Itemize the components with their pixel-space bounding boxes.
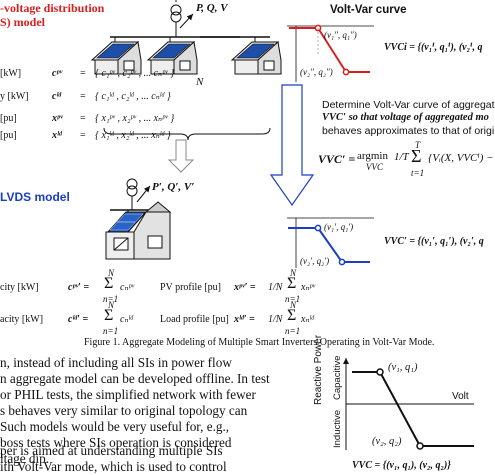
formula-top-2: N <box>290 268 297 278</box>
determine-line3: behaves approximates to that of origi <box>322 125 495 137</box>
lvds-title-line1: -voltage distribution <box>0 1 105 15</box>
vv-bottom-point1: (v₁′, q₁′) <box>324 222 354 232</box>
para1-line-6: boss tests where SIs operation is consid… <box>0 435 232 450</box>
vv-chart-point2: (v₂, q₂) <box>372 436 402 447</box>
vv-chart-xlabel: Volt <box>452 391 469 402</box>
para1-line-3: or PHIL tests, the simplified network wi… <box>0 387 256 402</box>
figure-caption: Figure 1. Aggregate Modeling of Multiple… <box>84 337 435 348</box>
formula-term-2: xₙᵖᵛ <box>301 282 316 293</box>
argmin-lhs: VVC′ = <box>318 152 356 166</box>
vv-chart-capacitive: Capacitive <box>332 355 343 400</box>
argmin-frac: 1/T <box>394 151 409 163</box>
formula-left-4: Load profile [pu] <box>160 314 229 325</box>
vv-chart-point1: (v₁, q₁) <box>388 362 418 373</box>
vv-bottom-point2: (v₂′, q₂′) <box>300 256 330 266</box>
vv-top-point1: (v₁″, q₁″) <box>324 30 357 40</box>
row-vec-3: { x₁ᵖᵛ , x₂ᵖᵛ , ... xₙᵖᵛ } <box>95 113 175 124</box>
transformer-icon-top <box>170 0 194 37</box>
vv-top-point2: (v₂″, q₂″) <box>300 67 333 77</box>
para1-line-2: n aggregate model can be developed offli… <box>0 371 270 386</box>
down-arrow-right <box>269 84 315 207</box>
formula-sum-4: Σ <box>287 307 297 324</box>
row-sym-3: xᵖᵛ <box>52 113 63 124</box>
formula-bot-1: n=1 <box>103 294 119 304</box>
formula-lhs-2: xᵖᵛ′ = <box>234 282 256 293</box>
row-left-3: [pu] <box>0 113 17 124</box>
formula-term-4: xₙˡᵈ <box>301 314 314 325</box>
vv-curve-top <box>287 24 374 82</box>
row-sym-4: xˡᵈ <box>52 130 62 141</box>
vv-chart-set: VVC = {(v₁, q₁), (v₂, q₂)} <box>352 460 451 471</box>
para2-line-1: per is aimed at understanding multiple S… <box>0 443 223 458</box>
formula-top-1: N <box>108 268 115 278</box>
pqv-prime-label: P′, Q′, V′ <box>152 181 195 193</box>
formula-sum-1: Σ <box>104 275 114 292</box>
formula-frac-2: 1/N <box>268 282 283 293</box>
n-label: N <box>196 76 204 88</box>
formula-top-3: N <box>108 300 115 310</box>
argmin-sum-top: T <box>415 140 421 150</box>
house-icon-1 <box>90 37 142 75</box>
figure-graphics <box>90 0 474 450</box>
formula-top-4: N <box>290 300 297 310</box>
brace-bottom <box>103 127 271 141</box>
formula-lhs-4: xˡᵈ′ = <box>234 314 255 325</box>
body-paragraph-1: n, instead of including all SIs in power… <box>0 355 270 467</box>
vv-chart-generic <box>343 358 474 450</box>
formula-frac-4: 1/N <box>268 314 283 325</box>
argmin-op: argmin <box>357 150 388 162</box>
lvds-model-label: LVDS model <box>0 190 70 204</box>
row-left-2: y [kW] <box>0 91 29 102</box>
house-icon-2 <box>146 37 198 75</box>
row-sym-2: cˡᵈ <box>52 91 62 102</box>
formula-term-3: cₙˡᵈ <box>120 314 133 325</box>
para1-line-7: ltage dip. <box>0 451 50 466</box>
down-arrow-left <box>167 139 195 173</box>
para2-line-2: ith Volt-Var mode, which is used to cont… <box>0 459 227 474</box>
formula-bot-3: n=1 <box>103 326 119 336</box>
para1-line-5: Such models would be very useful for, e.… <box>0 419 230 434</box>
vvc-bottom-set: VVC′ = {(v₁′, q₁′), (v₂′, q <box>384 236 484 247</box>
determine-line2: VVC′ so that voltage of aggregated mo <box>322 112 489 123</box>
formula-left-3: acity [kW] <box>0 314 44 325</box>
argmin-sub: VVC <box>366 162 383 172</box>
row-vec-2: { c₁ˡᵈ , c₂ˡᵈ , ... cₙˡᵈ } <box>95 91 171 102</box>
aggregated-house-icon <box>105 201 172 260</box>
row-sym-1: cᵖᵛ <box>52 68 63 79</box>
formula-left-1: city [kW] <box>0 282 39 293</box>
formula-sum-2: Σ <box>287 275 297 292</box>
row-left-4: [pu] <box>0 130 17 141</box>
argmin-sum: Σ <box>411 146 422 166</box>
determine-line1: Determine Volt-Var curve of aggregat <box>322 99 495 111</box>
formula-sum-3: Σ <box>104 307 114 324</box>
argmin-body: {Vᵢ(X, VVCⁱ) − <box>428 152 494 164</box>
transformer-icon-bottom <box>126 178 151 210</box>
lvds-title-line2: S) model <box>0 15 45 29</box>
formula-lhs-3: cˡᵈ′ = <box>68 314 89 325</box>
formula-lhs-1: cᵖᵛ′ = <box>68 282 90 293</box>
argmin-sum-bot: t=1 <box>411 168 425 178</box>
row-eq-2: = <box>80 91 86 102</box>
vv-chart-inductive: Inductive <box>332 409 343 448</box>
row-eq-3: = <box>80 113 86 124</box>
vv-curve-bottom <box>287 217 374 268</box>
para1-line-1: n, instead of including all SIs in power… <box>0 355 232 370</box>
row-eq-1: = <box>80 68 86 79</box>
formula-bot-4: n=1 <box>285 326 301 336</box>
house-icon-n <box>230 37 282 75</box>
row-vec-1: { c₁ᵖᵛ , c₂ᵖᵛ , ... cₙᵖᵛ } <box>95 68 175 79</box>
row-vec-4: { x₁ˡᵈ , x₂ˡᵈ , ... xₙˡᵈ } <box>95 130 171 141</box>
vvc-top-set: VVCi = {(v₁ⁱ, q₁ⁱ), (v₂ⁱ, q <box>384 42 483 53</box>
row-eq-4: = <box>80 130 86 141</box>
formula-term-1: cₙᵖᵛ <box>120 282 135 293</box>
vv-chart-ylabel: Reactive Power <box>313 334 324 405</box>
formula-left-2: PV profile [pu] <box>160 282 221 293</box>
formula-bot-2: n=1 <box>285 294 301 304</box>
pqv-label: P, Q, V <box>196 2 228 14</box>
row-left-1: [kW] <box>0 68 22 79</box>
vv-curve-title: Volt-Var curve <box>330 4 407 16</box>
body-paragraph-2: per is aimed at understanding multiple S… <box>0 443 227 475</box>
para1-line-4: s behaves very similar to original topol… <box>0 403 248 418</box>
